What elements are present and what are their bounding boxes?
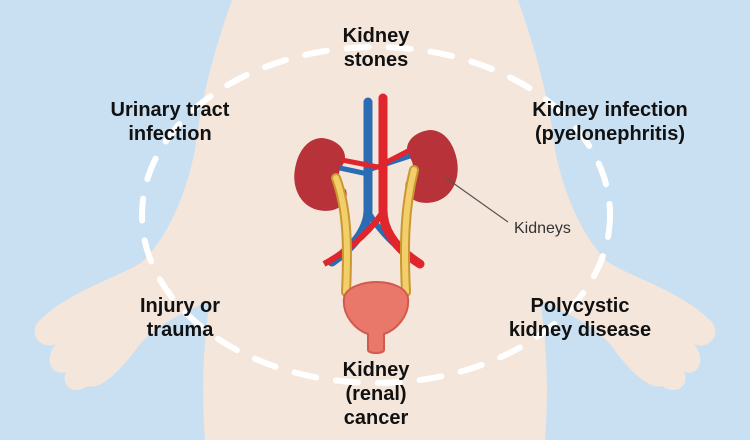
kidney-left: [294, 138, 347, 211]
label-polycystic-kidney-disease: Polycystic kidney disease: [508, 295, 652, 341]
dashed-ring: [139, 44, 613, 386]
kidney-right: [405, 130, 458, 203]
bladder: [342, 280, 410, 354]
renal-vein-left: [339, 165, 369, 177]
label-kidney-infection: Kidney infection (pyelonephritis): [532, 99, 688, 145]
label-injury-trauma: Injury or trauma: [139, 295, 220, 341]
ureter-right-inner: [401, 167, 417, 295]
renal-artery-left: [341, 157, 384, 171]
renal-artery-right: [381, 147, 412, 167]
label-kidney-cancer: Kidney (renal) cancer: [342, 359, 410, 429]
artery-branch-left: [322, 210, 386, 267]
label-kidney-stones: Kidney stones: [342, 25, 410, 71]
callout-leader: [445, 177, 509, 223]
callout-kidneys: Kidneys: [514, 220, 571, 237]
ureter-left-inner: [333, 175, 350, 295]
label-urinary-tract-infection: Urinary tract infection: [110, 99, 230, 145]
aorta: [378, 93, 425, 269]
